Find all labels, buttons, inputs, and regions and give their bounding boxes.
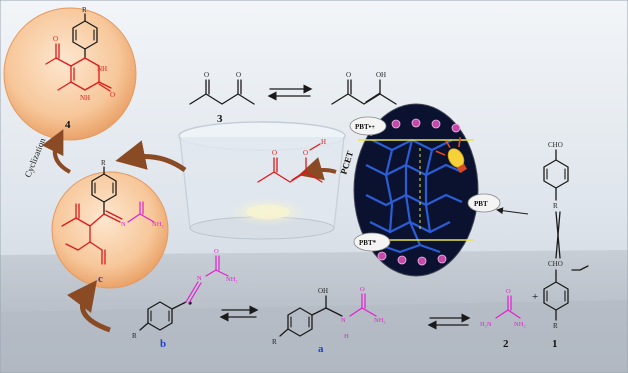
o-label-enol: O [346, 71, 351, 79]
arrow-to-catalyst [496, 207, 529, 215]
compound-c-label: c [98, 273, 103, 285]
o-label-b: O [214, 248, 219, 255]
nh-label-bottom: NH [80, 94, 90, 102]
compound-b-label: b [160, 338, 166, 350]
nh-label-top: NH [97, 65, 107, 73]
compound-1: CHO R CHO R 1 + [532, 141, 589, 350]
arrow-to-c [115, 140, 187, 173]
h-label-a: H [344, 333, 349, 340]
n-label-c: N [121, 221, 126, 228]
table-front [0, 300, 628, 373]
h-label-red: H [321, 138, 326, 146]
intermediate-c-circle: R N NH₂ c [51, 159, 169, 289]
o-label-red-2: O [303, 149, 308, 157]
urea-2: O H₂N NH₂ 2 [480, 288, 526, 350]
arrow-catalyst-to-enol [298, 157, 337, 181]
compound-1-label: 1 [552, 338, 558, 350]
pbt-label: PBT [474, 200, 488, 208]
cho-label-bottom: CHO [548, 260, 563, 268]
nh2-label-b: NH₂ [226, 276, 238, 283]
r-label-b: R [132, 332, 137, 340]
o-label-urea: O [110, 91, 115, 99]
r-label-1b: R [553, 322, 558, 330]
plus-sign: + [532, 291, 538, 303]
nh2-label-a: NH₂ [374, 317, 386, 324]
o-label-a: O [360, 286, 365, 293]
o-label-urea-2: O [506, 288, 511, 295]
r-group-label: R [82, 6, 87, 14]
arrow-b-to-c [67, 279, 111, 333]
n-label-b: N [197, 275, 202, 282]
pbt-radical-cation-label: PBT•+ [355, 123, 375, 131]
pbt-excited-bubble: PBT* [353, 232, 391, 252]
cho-label-top: CHO [548, 141, 563, 149]
o-label-red-1: O [272, 149, 277, 157]
compound-2-label: 2 [503, 338, 509, 350]
r-label-1: R [553, 202, 558, 210]
o-label-keto-1: O [204, 71, 209, 79]
pbt-excited-label: PBT* [359, 239, 377, 247]
o-label-acetyl: O [53, 35, 58, 43]
compound-4-label: 4 [65, 119, 71, 131]
compound-a-label: a [318, 343, 324, 355]
intermediate-b: R N O NH₂ b [132, 248, 238, 350]
r-label-a: R [272, 338, 277, 346]
product-4-circle: R NH NH O O 4 [3, 6, 137, 141]
o-label-keto-2: O [236, 71, 241, 79]
nh2-label-c: NH₂ [152, 221, 164, 228]
pbt-radical-cation-bubble: PBT•+ [349, 116, 387, 136]
n-label-a: N [341, 317, 346, 324]
h2n-label: H₂N [480, 321, 492, 328]
r-group-label-c: R [101, 159, 106, 167]
pbt-bubble: PBT [467, 193, 501, 213]
oh-label-enol: OH [376, 71, 386, 79]
light-bulb-icon [435, 137, 467, 173]
compound-3: O O 3 O OH [189, 71, 397, 125]
nh2-label-2: NH₂ [514, 321, 526, 328]
intermediate-a: R OH N H O NH₂ a [272, 286, 386, 355]
red-enol: O O H [257, 138, 326, 183]
compound-3-label: 3 [217, 113, 223, 125]
oh-label-a: OH [318, 287, 328, 295]
